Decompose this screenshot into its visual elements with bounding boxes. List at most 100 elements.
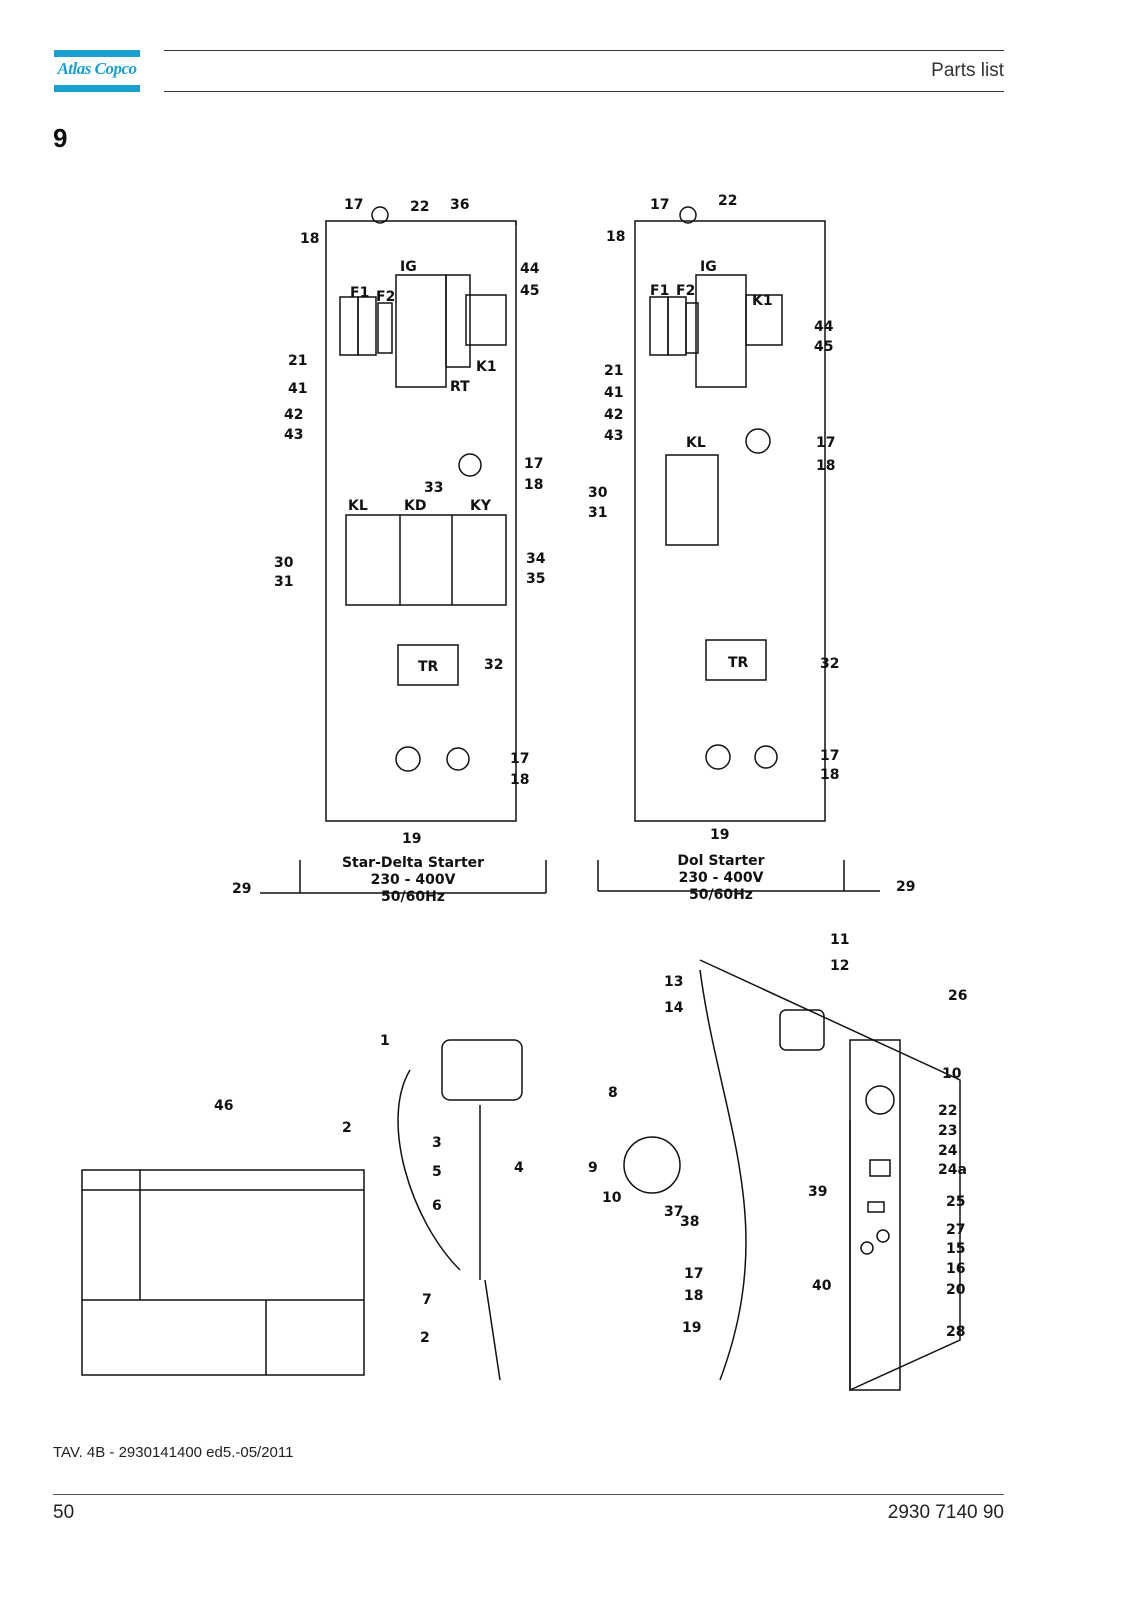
label-15: 15 bbox=[946, 1241, 965, 1257]
label-r17c: 17 bbox=[820, 748, 839, 764]
label-F2: F2 bbox=[376, 289, 395, 305]
right-panel-caption: Dol Starter 230 - 400V 50/60Hz bbox=[646, 853, 796, 904]
label-17d: 17 bbox=[684, 1266, 703, 1282]
label-41: 41 bbox=[288, 381, 307, 397]
label-17c: 17 bbox=[510, 751, 529, 767]
label-25: 25 bbox=[946, 1194, 965, 1210]
label-r43: 43 bbox=[604, 428, 623, 444]
label-10a: 10 bbox=[602, 1190, 622, 1206]
label-26: 26 bbox=[948, 988, 967, 1004]
label-13: 13 bbox=[664, 974, 683, 990]
label-36: 36 bbox=[450, 197, 469, 213]
label-18d: 18 bbox=[684, 1288, 703, 1304]
label-rK1: K1 bbox=[752, 293, 773, 309]
header-rule-bottom bbox=[164, 91, 1004, 92]
label-K1: K1 bbox=[476, 359, 497, 375]
label-r18b: 18 bbox=[816, 458, 835, 474]
label-r18: 18 bbox=[606, 229, 625, 245]
logo-bottom-bar bbox=[54, 85, 140, 92]
label-11: 11 bbox=[830, 932, 849, 948]
label-rF2: F2 bbox=[676, 283, 695, 299]
label-r17b: 17 bbox=[816, 435, 835, 451]
label-r21: 21 bbox=[604, 363, 623, 379]
assembly-drawing: 1 2 3 4 5 6 7 2 8 9 10 46 37 38 39 40 17… bbox=[80, 920, 980, 1430]
label-3: 3 bbox=[432, 1135, 442, 1151]
label-17: 17 bbox=[344, 197, 363, 213]
label-1: 1 bbox=[380, 1033, 390, 1049]
right-panel-subtitle: 230 - 400V 50/60Hz bbox=[678, 870, 764, 903]
label-23: 23 bbox=[938, 1123, 957, 1139]
label-KY: KY bbox=[470, 498, 492, 514]
label-32: 32 bbox=[484, 657, 503, 673]
label-9: 9 bbox=[588, 1160, 598, 1176]
label-29-left: 29 bbox=[232, 881, 251, 897]
label-39: 39 bbox=[808, 1184, 827, 1200]
label-46: 46 bbox=[214, 1098, 233, 1114]
label-rTR: TR bbox=[728, 655, 749, 671]
label-20: 20 bbox=[946, 1282, 966, 1298]
label-17b: 17 bbox=[524, 456, 543, 472]
label-r44: 44 bbox=[814, 319, 834, 335]
label-rIG: IG bbox=[700, 259, 717, 275]
label-r22: 22 bbox=[718, 193, 737, 209]
label-r32: 32 bbox=[820, 656, 839, 672]
label-IG: IG bbox=[400, 259, 417, 275]
label-18b: 18 bbox=[524, 477, 543, 493]
label-37: 37 bbox=[664, 1204, 683, 1220]
label-rF1: F1 bbox=[650, 283, 669, 299]
label-10b: 10 bbox=[942, 1066, 962, 1082]
label-r17: 17 bbox=[650, 197, 669, 213]
label-5: 5 bbox=[432, 1164, 442, 1180]
left-panel-subtitle: 230 - 400V 50/60Hz bbox=[370, 872, 456, 905]
header-rule-top bbox=[164, 50, 1004, 51]
label-22b: 22 bbox=[938, 1103, 957, 1119]
brand-logo: Atlas Copco bbox=[57, 59, 137, 78]
label-18: 18 bbox=[300, 231, 319, 247]
label-RT: RT bbox=[450, 379, 470, 395]
label-4: 4 bbox=[514, 1160, 524, 1176]
label-r42: 42 bbox=[604, 407, 623, 423]
label-14: 14 bbox=[664, 1000, 684, 1016]
label-TR: TR bbox=[418, 659, 439, 675]
label-19: 19 bbox=[402, 831, 421, 847]
document-number: 2930 7140 90 bbox=[887, 1502, 1004, 1523]
chapter-number: 9 bbox=[53, 123, 68, 153]
drawing-reference: TAV. 4B - 2930141400 ed5.-05/2011 bbox=[53, 1444, 294, 1461]
label-16: 16 bbox=[946, 1261, 965, 1277]
label-42: 42 bbox=[284, 407, 303, 423]
label-24: 24 bbox=[938, 1143, 958, 1159]
label-40: 40 bbox=[812, 1278, 832, 1294]
label-28: 28 bbox=[946, 1324, 965, 1340]
label-KD: KD bbox=[404, 498, 426, 514]
label-rKL: KL bbox=[686, 435, 706, 451]
label-27: 27 bbox=[946, 1222, 965, 1238]
logo-top-bar bbox=[54, 50, 140, 57]
label-r19: 19 bbox=[710, 827, 729, 843]
label-45: 45 bbox=[520, 283, 539, 299]
label-21: 21 bbox=[288, 353, 307, 369]
label-29-right: 29 bbox=[896, 879, 915, 895]
label-30: 30 bbox=[274, 555, 294, 571]
footer-rule bbox=[53, 1494, 1004, 1495]
label-38: 38 bbox=[680, 1214, 699, 1230]
label-35: 35 bbox=[526, 571, 545, 587]
starter-panels-drawing: 17 18 22 36 IG 44 45 F1 F2 21 41 K1 42 4… bbox=[230, 185, 950, 905]
label-18c: 18 bbox=[510, 772, 529, 788]
label-r41: 41 bbox=[604, 385, 623, 401]
left-panel-caption: Star-Delta Starter 230 - 400V 50/60Hz bbox=[338, 855, 488, 906]
label-24a: 24a bbox=[938, 1162, 967, 1178]
label-r30: 30 bbox=[588, 485, 608, 501]
label-r45: 45 bbox=[814, 339, 833, 355]
label-6: 6 bbox=[432, 1198, 442, 1214]
right-panel-title: Dol Starter bbox=[677, 853, 765, 869]
label-2a: 2 bbox=[342, 1120, 352, 1136]
label-r18c: 18 bbox=[820, 767, 839, 783]
label-8: 8 bbox=[608, 1085, 618, 1101]
label-F1: F1 bbox=[350, 285, 369, 301]
label-KL: KL bbox=[348, 498, 368, 514]
label-44: 44 bbox=[520, 261, 540, 277]
label-33: 33 bbox=[424, 480, 443, 496]
label-31: 31 bbox=[274, 574, 293, 590]
left-panel-title: Star-Delta Starter bbox=[341, 855, 485, 871]
page-number: 50 bbox=[53, 1502, 75, 1523]
